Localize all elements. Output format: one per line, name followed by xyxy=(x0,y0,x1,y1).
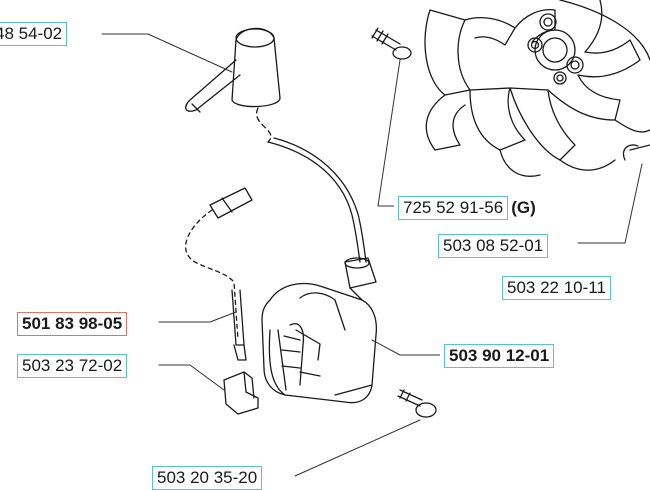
part-number: 503 22 10-11 xyxy=(502,276,611,300)
part-number: 48 54-02 xyxy=(0,22,68,46)
part-suffix: (G) xyxy=(511,198,536,217)
part-number: 503 90 12-01 xyxy=(444,344,555,368)
ignition-module-drawing xyxy=(261,257,378,404)
part-number: 501 83 98-05 xyxy=(17,312,128,336)
part-number: 503 23 72-02 xyxy=(17,354,128,378)
screw-bottom-drawing xyxy=(397,389,437,418)
flywheel-drawing xyxy=(424,0,650,177)
lead-dashed xyxy=(255,107,272,143)
part-number: 503 20 35-20 xyxy=(152,466,263,490)
part-label-washer[interactable]: 503 08 52-01 xyxy=(434,234,553,258)
part-label-connector[interactable]: 503 23 72-02 xyxy=(13,354,132,378)
part-label-screw-bottom[interactable]: 503 20 35-20 xyxy=(148,466,267,490)
part-label-ignition-cap[interactable]: 48 54-02 xyxy=(0,22,72,46)
part-label-ignition-module[interactable]: 503 90 12-01 xyxy=(440,344,559,368)
ht-lead xyxy=(267,141,361,263)
part-label-screw-top[interactable]: 725 52 91-56(G) xyxy=(394,196,540,220)
part-number: 725 52 91-56 xyxy=(398,196,509,220)
screw-top-drawing xyxy=(371,27,412,60)
leader-lines xyxy=(101,33,643,477)
part-label-cable[interactable]: 501 83 98-05 xyxy=(13,312,132,336)
ignition-cap-drawing xyxy=(185,27,281,113)
connector-drawing xyxy=(223,371,259,415)
part-number: 503 08 52-01 xyxy=(438,234,549,258)
part-label-flywheel[interactable]: 503 22 10-11 xyxy=(498,276,615,300)
cable-drawing xyxy=(184,187,253,361)
parts-diagram xyxy=(101,0,650,477)
